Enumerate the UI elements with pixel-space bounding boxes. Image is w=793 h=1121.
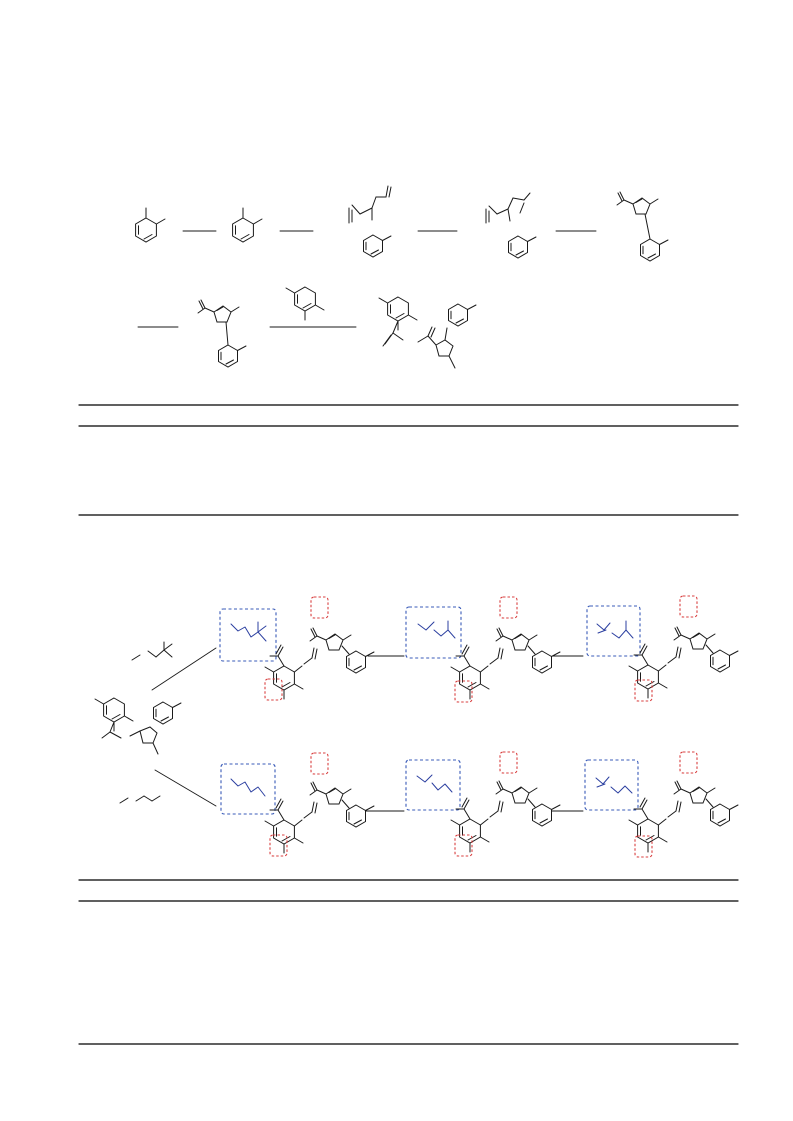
product-b3 xyxy=(584,751,738,858)
intermediate-2 xyxy=(232,207,263,243)
highlight-box-blue xyxy=(586,605,641,657)
product-a3 xyxy=(586,595,738,702)
reagent-a xyxy=(131,641,173,661)
reaction-arrow xyxy=(154,769,217,807)
highlight-box-red xyxy=(499,751,518,774)
highlight-box-red xyxy=(454,680,473,703)
highlight-box-red xyxy=(499,596,518,619)
highlight-box-blue xyxy=(405,606,462,659)
highlight-box-red xyxy=(269,834,288,857)
highlight-box-red xyxy=(264,678,283,701)
scheme-1 xyxy=(135,185,669,369)
coupled-product-7 xyxy=(378,296,477,369)
highlight-box-red xyxy=(634,835,653,858)
product-b1 xyxy=(220,752,374,857)
mesitylene-reagent xyxy=(285,286,325,321)
product-a2 xyxy=(405,596,560,703)
pyrazole-5 xyxy=(616,191,669,262)
highlight-box-red xyxy=(679,595,698,618)
product-a1 xyxy=(219,596,374,701)
table-1 xyxy=(78,404,739,516)
starting-product-7 xyxy=(94,697,182,755)
table-2 xyxy=(78,879,739,1045)
highlight-box-red xyxy=(634,679,653,702)
highlight-box-blue xyxy=(584,759,639,811)
product-b2 xyxy=(405,751,560,857)
highlight-box-red xyxy=(454,834,473,857)
reaction-arrow xyxy=(151,647,217,691)
highlight-box-blue xyxy=(405,759,461,811)
scheme-2 xyxy=(94,595,738,858)
highlight-box-red xyxy=(310,596,329,619)
highlight-box-blue xyxy=(220,763,276,815)
pyrazole-acid-6 xyxy=(197,299,247,368)
highlight-box-red xyxy=(679,751,698,774)
intermediate-4 xyxy=(485,192,537,259)
intermediate-3 xyxy=(348,185,392,258)
starting-material-1 xyxy=(135,207,166,243)
highlight-box-red xyxy=(310,752,329,775)
reagent-b xyxy=(119,795,161,804)
highlight-box-blue xyxy=(219,608,277,662)
